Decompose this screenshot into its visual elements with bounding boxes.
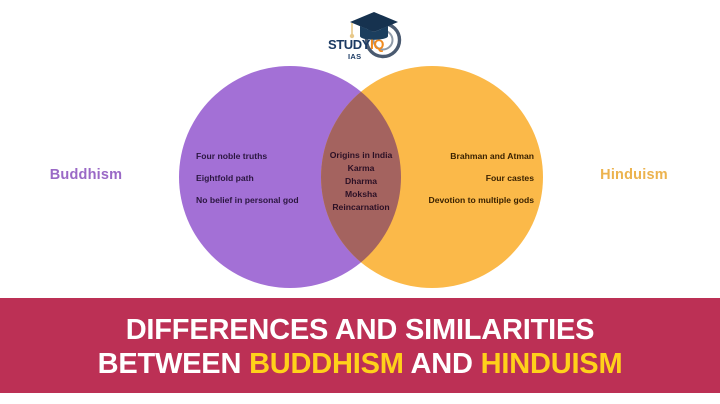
venn-right-item-1: Four castes	[486, 173, 534, 183]
venn-right-item-2: Devotion to multiple gods	[428, 195, 534, 205]
venn-left-item-0: Four noble truths	[196, 151, 267, 161]
venn-right-item-0: Brahman and Atman	[450, 151, 534, 161]
venn-left-item-2: No belief in personal god	[196, 195, 299, 205]
venn-label-buddhism: Buddhism	[49, 167, 123, 183]
banner-highlight-buddhism: BUDDHISM	[249, 348, 404, 380]
venn-diagram: Four noble truths Eightfold path No beli…	[0, 52, 720, 302]
banner-title-line-1: DIFFERENCES AND SIMILARITIES	[125, 313, 595, 346]
logo-ias-text: IAS	[348, 52, 361, 61]
logo-iq-text: IQ	[370, 36, 384, 52]
banner-highlight-hinduism: HINDUISM	[480, 348, 623, 380]
venn-overlap-item-0: Origins in India	[330, 150, 393, 160]
venn-label-hinduism: Hinduism	[600, 167, 668, 183]
title-banner: DIFFERENCES AND SIMILARITIES BETWEEN BUD…	[0, 298, 720, 393]
banner-line2-prefix: BETWEEN	[97, 348, 250, 380]
venn-overlap-region	[321, 66, 401, 288]
venn-overlap-item-4: Reincarnation	[332, 202, 389, 212]
logo-study-text: STUDY	[328, 37, 371, 52]
bottom-white-strip	[0, 393, 720, 404]
venn-overlap-item-2: Dharma	[345, 176, 377, 186]
venn-left-item-1: Eightfold path	[196, 173, 254, 183]
graduation-cap-icon	[349, 12, 398, 40]
banner-title-line-2: BETWEEN BUDDHISM AND HINDUISM	[98, 347, 623, 381]
banner-line2-conjunction: AND	[403, 348, 481, 380]
venn-overlap-item-1: Karma	[348, 163, 375, 173]
venn-overlap-item-3: Moksha	[345, 189, 377, 199]
study-iq-ias-logo: STUDY IQ IAS	[326, 4, 410, 62]
